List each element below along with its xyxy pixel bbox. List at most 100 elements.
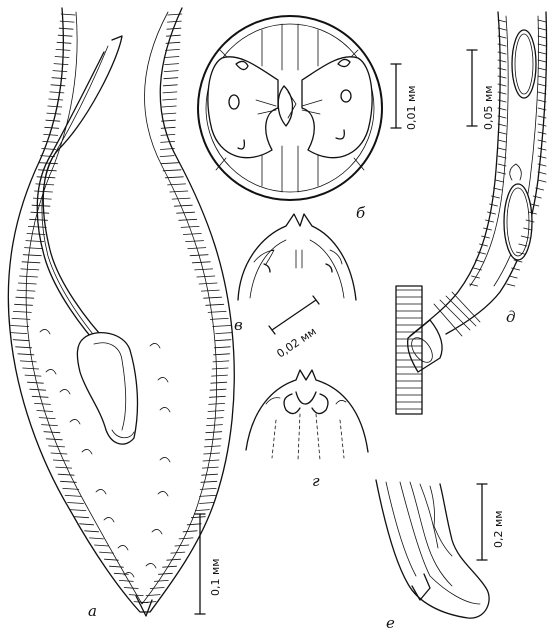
striation <box>202 459 220 462</box>
striation <box>94 544 109 547</box>
segment-line <box>497 83 507 87</box>
striation <box>182 233 202 235</box>
striation <box>109 565 124 568</box>
striation <box>40 155 55 158</box>
striation <box>166 27 182 30</box>
striation <box>164 176 184 179</box>
striation <box>199 502 214 504</box>
segment-line <box>537 99 547 103</box>
striation <box>203 296 223 299</box>
striation <box>206 417 224 420</box>
segment-line <box>523 227 532 231</box>
papillae <box>39 329 171 578</box>
striation <box>29 388 47 391</box>
segment-line <box>495 179 504 183</box>
panel-b-cross-section <box>197 15 383 201</box>
striation <box>31 395 49 398</box>
striation <box>62 487 80 490</box>
striation <box>198 282 218 285</box>
segment-line <box>537 51 547 55</box>
panel-label-b: б <box>356 204 366 222</box>
segment-line <box>537 147 547 151</box>
striation <box>55 466 73 469</box>
striation <box>159 148 175 150</box>
striation <box>163 70 179 72</box>
striation <box>19 360 37 363</box>
segment-line <box>508 275 518 279</box>
striation <box>208 402 226 405</box>
striation <box>163 77 179 80</box>
striation <box>67 502 84 504</box>
striation <box>173 204 193 207</box>
striation <box>210 381 228 384</box>
segment-line <box>477 251 486 255</box>
segment-line <box>535 187 544 191</box>
striation <box>38 417 56 420</box>
panel-label-d: д <box>506 308 516 326</box>
body-wall-segments <box>395 19 547 410</box>
striation <box>161 105 177 108</box>
striation <box>190 516 206 519</box>
segment-line <box>497 19 507 23</box>
striation <box>10 332 28 335</box>
striation <box>170 551 186 554</box>
striation <box>194 268 214 271</box>
striation <box>164 56 180 58</box>
segment-line <box>497 123 507 127</box>
striation <box>167 13 183 16</box>
striation <box>180 225 200 228</box>
striation <box>207 310 227 313</box>
segment-line <box>516 251 525 255</box>
striation <box>49 91 65 94</box>
segment-line <box>483 227 492 231</box>
segment-line <box>497 75 507 79</box>
striation <box>178 218 198 221</box>
segment-line <box>497 35 507 39</box>
striation <box>24 374 42 377</box>
segment-line <box>520 235 530 239</box>
striation <box>10 325 30 327</box>
segment-line <box>497 171 506 175</box>
striation <box>212 360 230 363</box>
segment-line <box>481 235 490 239</box>
segment-line <box>485 219 494 223</box>
striation <box>56 41 72 44</box>
striation <box>12 310 32 313</box>
scale-label-vg: 0,02 мм <box>274 325 318 361</box>
striation <box>118 580 134 582</box>
segment-line <box>471 275 480 279</box>
striation <box>161 112 177 115</box>
striation <box>43 133 59 136</box>
striation <box>191 261 211 264</box>
striation <box>26 233 46 235</box>
striation <box>209 388 227 391</box>
segment-line <box>497 115 507 119</box>
striation <box>24 247 43 250</box>
segment-line <box>497 91 507 95</box>
striation <box>209 317 229 320</box>
striation <box>187 247 207 250</box>
striation <box>14 303 33 306</box>
striation <box>55 49 71 51</box>
striation <box>207 410 225 412</box>
striation <box>52 459 70 462</box>
segment-line <box>537 131 547 135</box>
segment-line <box>537 67 547 71</box>
striation <box>159 155 175 158</box>
striation <box>162 169 182 172</box>
segment-line <box>537 91 547 95</box>
segment-line <box>497 139 507 143</box>
striation <box>149 587 165 589</box>
striation <box>50 452 68 455</box>
striation <box>43 431 61 434</box>
panel-a-worm <box>7 7 235 617</box>
segment-line <box>537 179 547 183</box>
striation <box>174 544 190 547</box>
striation <box>60 480 77 483</box>
striation <box>165 49 180 51</box>
striation <box>169 190 189 193</box>
striation <box>141 601 157 603</box>
striation <box>15 296 35 299</box>
scale-label-a: 0,1 мм <box>209 558 222 596</box>
striation <box>162 91 178 94</box>
